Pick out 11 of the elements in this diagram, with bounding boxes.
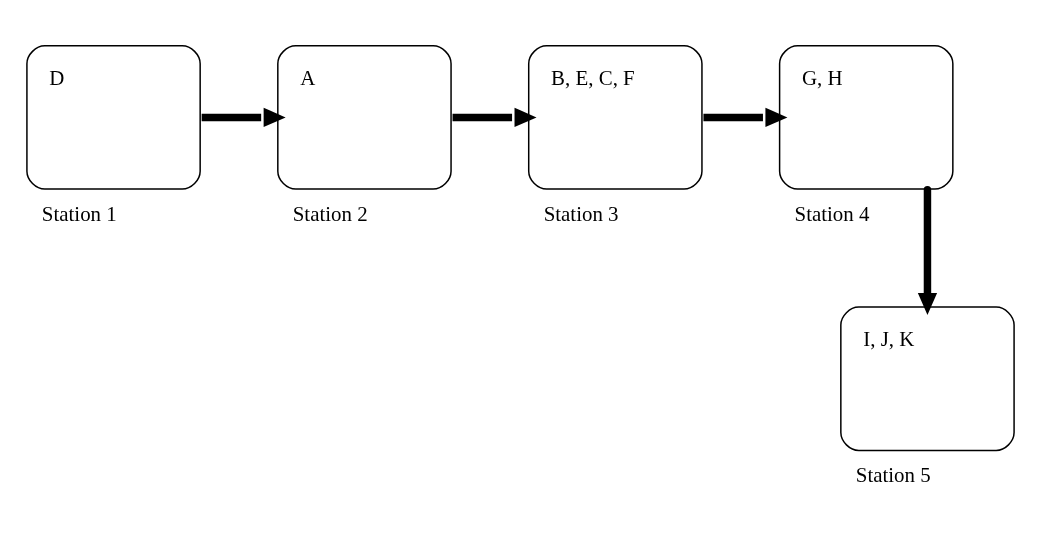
node-box: A — [276, 45, 452, 190]
node-label: Station 1 — [41, 201, 117, 226]
node-label: Station 5 — [855, 463, 931, 488]
arrow — [702, 107, 787, 128]
node-label: Station 4 — [794, 201, 869, 226]
node-box: B, E, C, F — [527, 45, 703, 190]
node-label: Station 2 — [292, 201, 368, 226]
node-label: Station 3 — [543, 201, 619, 226]
node-box: G, H — [778, 45, 954, 190]
node-box: D — [25, 45, 201, 190]
node-box: I, J, K — [839, 306, 1015, 452]
